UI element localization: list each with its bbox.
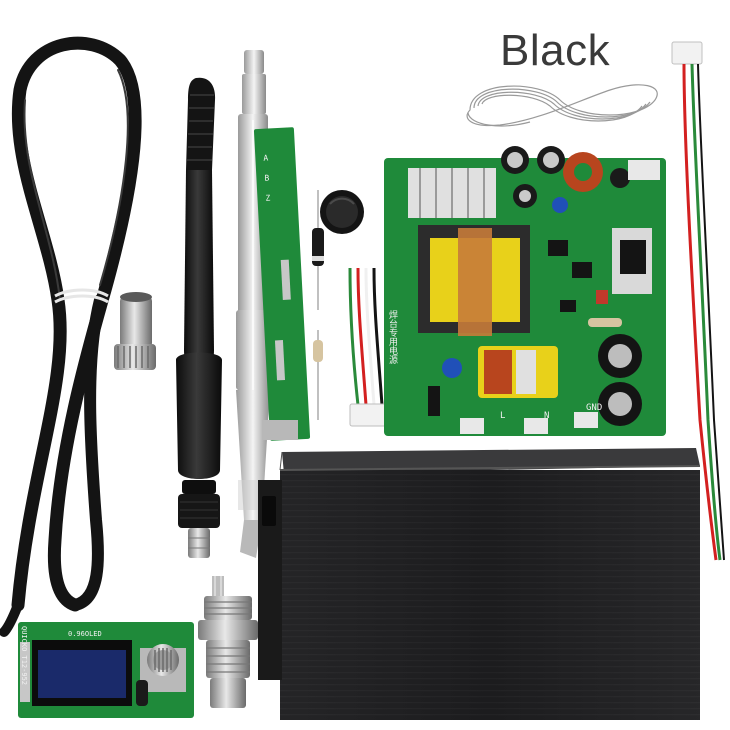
- diode-resistor: [312, 190, 324, 420]
- power-supply-board: L N GND 焊台专用电源: [384, 146, 666, 436]
- rotary-knob: [320, 190, 364, 234]
- twist-tie: [54, 288, 109, 304]
- svg-text:焊台专用电源: 焊台专用电源: [387, 309, 398, 365]
- soldering-handle: [176, 77, 222, 558]
- metal-sleeve: [114, 292, 156, 370]
- svg-text:0.96OLED: 0.96OLED: [68, 630, 102, 638]
- svg-text:A: A: [263, 154, 268, 163]
- jst-plug: [349, 403, 387, 427]
- sensor-pcb-strip: A B Z: [253, 127, 311, 441]
- connector-wires: [348, 267, 384, 406]
- aviation-connector: [198, 576, 258, 708]
- aluminum-enclosure: [258, 448, 701, 720]
- solder-wire-coil: [466, 84, 658, 127]
- caption: Black: [500, 26, 611, 75]
- svg-text:B: B: [264, 174, 269, 183]
- svg-text:GND: GND: [586, 403, 602, 413]
- svg-text:N: N: [544, 411, 549, 421]
- silicone-cable: [0, 36, 142, 637]
- svg-text:L: L: [500, 411, 505, 421]
- red-green-wires: [671, 41, 725, 561]
- svg-text:QUICKO T12-952: QUICKO T12-952: [20, 626, 28, 685]
- oled-control-board: 0.96OLED QUICKO T12-952: [18, 622, 194, 718]
- svg-text:Z: Z: [265, 193, 270, 202]
